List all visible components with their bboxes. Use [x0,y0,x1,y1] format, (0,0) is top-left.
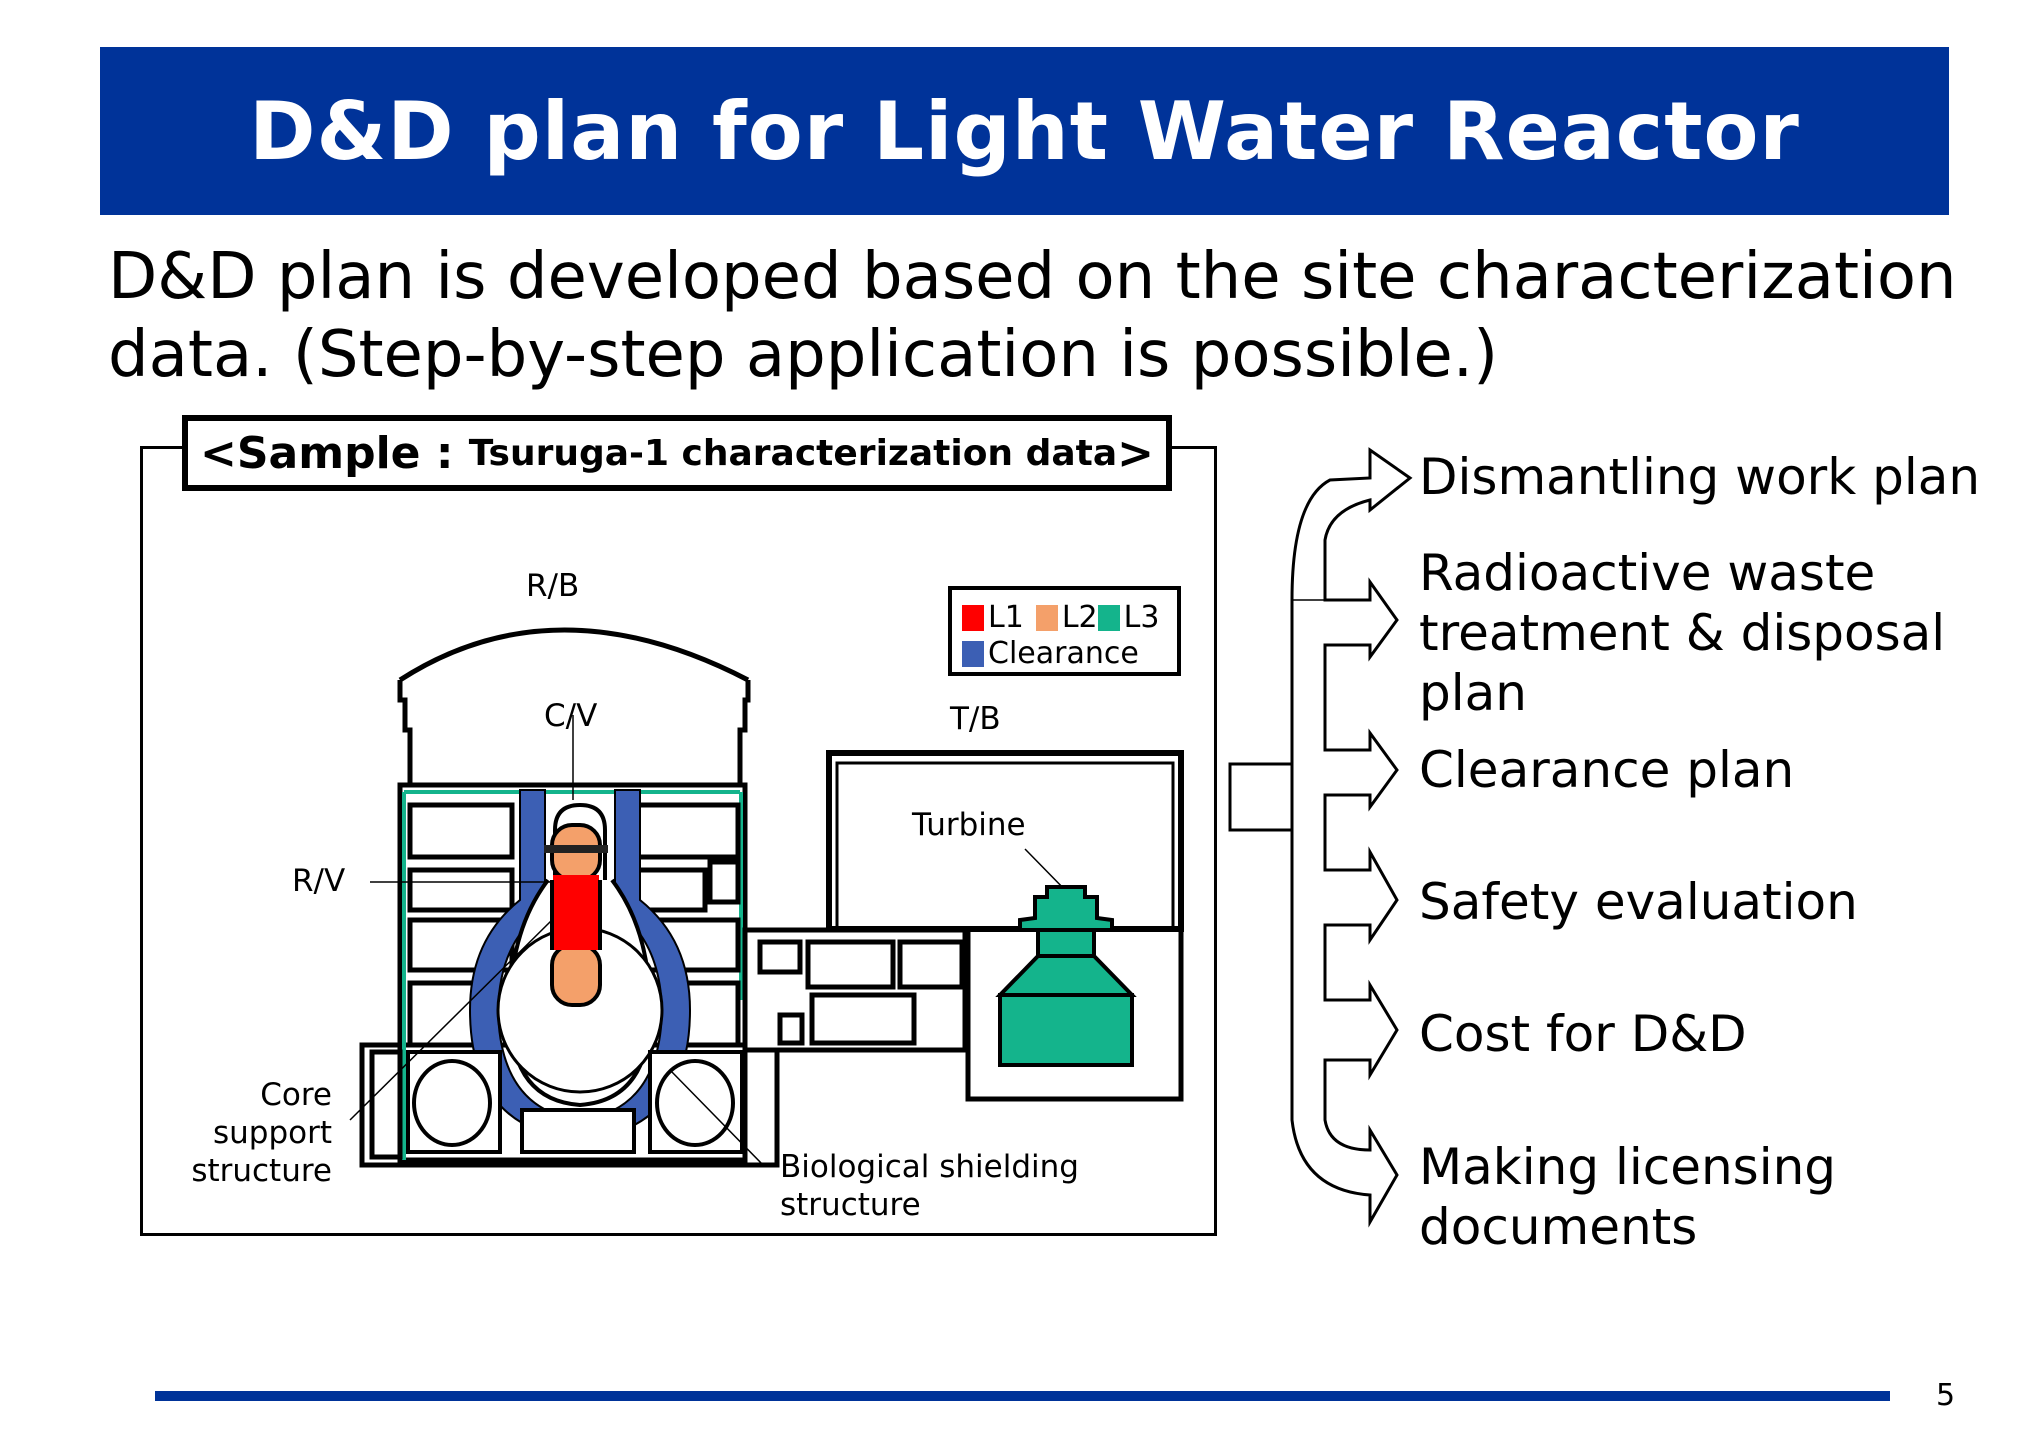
rb-dome [398,627,750,683]
label-tb: T/B [950,701,1001,737]
connector-building [742,927,968,1053]
label-rv: R/V [292,863,346,899]
legend-swatch-l3 [1097,604,1120,631]
arrow-trunk [1290,447,1413,1228]
turbine-mid [1036,928,1096,958]
legend: L1 L2 L3 Clearance [948,586,1181,676]
output-line: treatment & disposal [1419,604,1946,662]
bio-shield-line-2: structure [780,1187,921,1223]
rb-rooms [369,802,741,1160]
label-turbine: Turbine [912,807,1026,843]
turbine-cone [995,954,1137,997]
rv-l1-core [553,875,599,950]
legend-swatch-clearance [962,640,984,667]
rv-l2-lower [550,943,602,1007]
output-line: plan [1419,664,1527,722]
turbine [995,885,1137,1067]
turbine-base [998,993,1134,1067]
sample-separator: : [420,427,469,479]
legend-row-1: L1 L2 L3 [962,600,1159,635]
subtitle-line-2: data. (Step-by-step application is possi… [108,318,1499,392]
output-safety-evaluation: Safety evaluation [1419,872,1858,932]
core-support-line-3: structure [191,1153,332,1189]
output-licensing-documents: Making licensing documents [1419,1137,1836,1257]
output-line: Safety evaluation [1419,873,1858,931]
sample-close-bracket: > [1117,427,1155,479]
output-line: Making licensing [1419,1138,1837,1196]
leader-lines [349,715,1071,1166]
legend-row-2: Clearance [962,636,1139,671]
reactor-vessel [544,823,608,1007]
legend-label-clearance: Clearance [988,636,1139,671]
footer-divider [155,1391,1890,1401]
output-dismantling-work-plan: Dismantling work plan [1419,447,1980,507]
sample-title-box: < Sample : Tsuruga-1 characterization da… [182,415,1172,491]
suppression-pools [406,1050,744,1154]
core-support-line-2: support [212,1115,332,1151]
legend-swatch-l1 [962,604,984,631]
sample-label: Tsuruga-1 characterization data [468,432,1118,474]
output-line: Clearance plan [1419,741,1795,799]
title-bar: D&D plan for Light Water Reactor [100,47,1949,215]
output-clearance-plan: Clearance plan [1419,740,1794,800]
subtitle-line-1: D&D plan is developed based on the site … [108,240,1957,314]
output-cost-for-dd: Cost for D&D [1419,1004,1747,1064]
output-line: Radioactive waste [1419,544,1876,602]
label-core-support: Core support structure [180,1076,332,1190]
output-line: Cost for D&D [1419,1005,1747,1063]
label-cv: C/V [544,698,598,734]
legend-swatch-l2 [1035,604,1058,631]
output-radioactive-waste-plan: Radioactive waste treatment & disposal p… [1419,543,1945,723]
main-bracket [1228,762,1294,832]
label-rb: R/B [526,568,580,604]
bio-shield-line-1: Biological shielding [780,1149,1079,1185]
slide-subtitle: D&D plan is developed based on the site … [108,238,1968,394]
rv-flange [544,845,608,853]
slide-title: D&D plan for Light Water Reactor [249,84,1800,178]
sample-word: Sample [236,427,421,479]
turbine-top [1018,885,1114,932]
legend-label-l2: L2 [1061,600,1098,635]
core-support-line-1: Core [260,1077,332,1113]
page-number: 5 [1936,1378,1956,1413]
legend-label-l3: L3 [1123,600,1160,635]
output-line: Dismantling work plan [1419,448,1981,506]
label-bio-shield: Biological shielding structure [780,1148,1079,1224]
output-arrows [1228,447,1413,1228]
l3-lining [402,790,743,1160]
output-line: documents [1419,1198,1698,1256]
legend-label-l1: L1 [988,600,1024,635]
sample-open-bracket: < [199,427,237,479]
